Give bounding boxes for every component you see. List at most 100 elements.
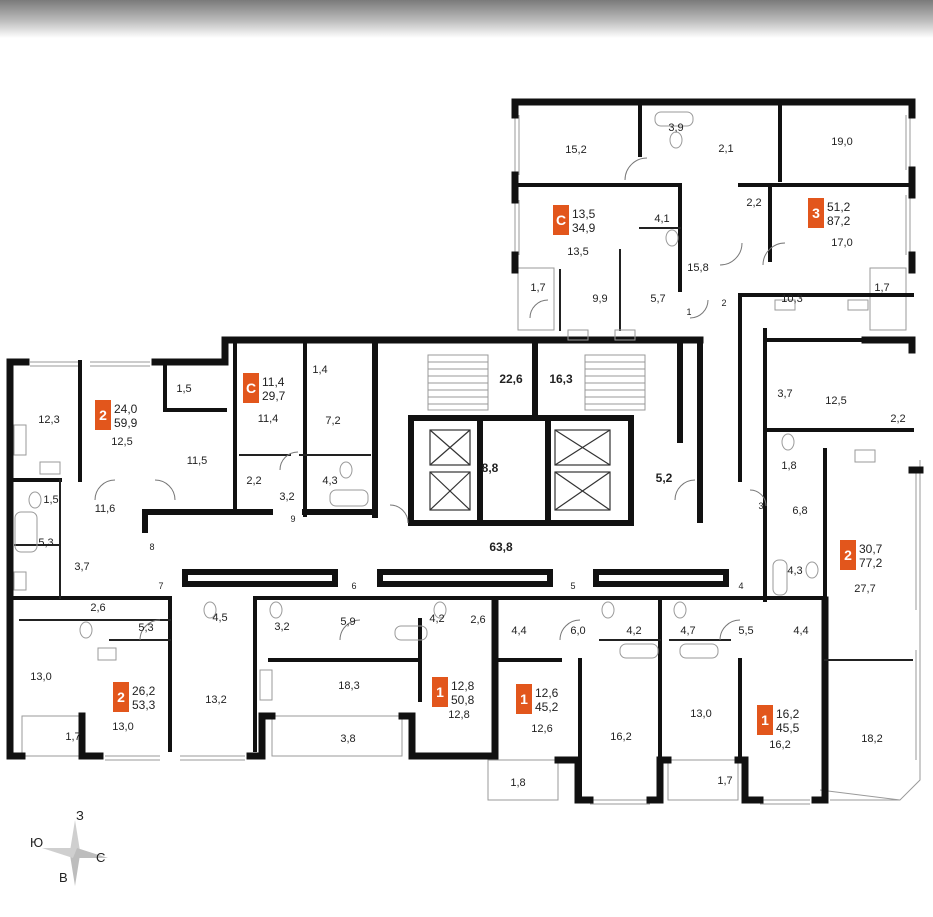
apartment-badge-apt-2-bottom-left: 2 26,253,3 (113, 682, 156, 712)
room-area: 16,3 (549, 372, 573, 386)
room-area: 11,4 (258, 413, 279, 425)
room-area: 1,4 (312, 364, 327, 376)
room-area: 17,0 (831, 237, 852, 249)
total-area: 53,3 (132, 698, 156, 712)
room-area: 1,7 (874, 282, 889, 294)
door-swings (94, 157, 786, 641)
door-number: 1 (686, 307, 691, 317)
room-area: 9,9 (592, 293, 607, 305)
door-number: 6 (351, 581, 356, 591)
room-area: 5,5 (738, 625, 753, 637)
room-area: 19,0 (831, 136, 852, 148)
total-area: 87,2 (827, 214, 851, 228)
room-area: 6,8 (792, 505, 807, 517)
room-area: 7,2 (325, 415, 340, 427)
door-number: 4 (738, 581, 743, 591)
apartment-type: 2 (844, 547, 852, 563)
room-area: 2,2 (746, 197, 761, 209)
bathroom-fixtures (13, 111, 876, 701)
room-area: 2,6 (90, 602, 105, 614)
door-number: 8 (149, 542, 154, 552)
compass-west: Ю (30, 835, 44, 850)
walls (6, 98, 924, 804)
elevator-shafts (429, 429, 611, 511)
room-area: 3,7 (777, 388, 792, 400)
room-area: 12,3 (38, 414, 59, 426)
total-area: 45,5 (776, 721, 800, 735)
room-area: 4,4 (511, 625, 526, 637)
badge-box (95, 400, 111, 430)
room-area: 2,6 (470, 614, 485, 626)
room-area: 5,9 (340, 616, 355, 628)
badge-box (840, 540, 856, 570)
room-area: 27,7 (854, 583, 875, 595)
room-area: 4,2 (429, 613, 444, 625)
room-area: 1,7 (65, 731, 80, 743)
room-area: 2,1 (718, 143, 733, 155)
door-number: 7 (158, 581, 163, 591)
living-area: 11,4 (262, 375, 285, 389)
room-area: 6,0 (570, 625, 585, 637)
badge-box (553, 205, 569, 235)
room-area: 5,7 (650, 293, 665, 305)
apartment-type: 2 (117, 689, 125, 705)
room-area: 12,5 (825, 395, 846, 407)
room-area: 1,7 (530, 282, 545, 294)
room-area: 4,3 (787, 565, 802, 577)
room-area: 11,5 (187, 455, 208, 467)
windows (30, 115, 921, 805)
apartment-type: 1 (436, 684, 444, 700)
living-area: 30,7 (859, 542, 883, 556)
total-area: 29,7 (262, 389, 286, 403)
apartment-badge-apt-2-right: 2 30,777,2 (840, 540, 883, 570)
room-area: 11,6 (95, 503, 116, 515)
total-area: 34,9 (572, 221, 596, 235)
compass-rose-icon (42, 820, 108, 886)
apartment-type: 3 (812, 205, 820, 221)
badge-box (808, 198, 824, 228)
room-area: 13,5 (567, 246, 588, 258)
badge-box (757, 705, 773, 735)
room-area: 18,2 (861, 733, 882, 745)
room-area: 5,3 (38, 537, 53, 549)
door-number: 2 (721, 298, 726, 308)
room-area: 12,5 (111, 436, 132, 448)
room-area: 2,2 (246, 475, 261, 487)
room-area: 4,7 (680, 625, 695, 637)
apartment-badge-apt-3-top-right: 3 51,287,2 (808, 198, 851, 228)
badge-box (113, 682, 129, 712)
badge-box (516, 684, 532, 714)
room-area: 18,3 (338, 680, 359, 692)
total-area: 59,9 (114, 416, 138, 430)
room-area: 4,5 (212, 612, 227, 624)
living-area: 26,2 (132, 684, 156, 698)
apartment-badge-apt-1-bottom-b: 1 12,645,2 (516, 684, 559, 714)
room-area: 3,7 (74, 561, 89, 573)
room-area: 3,2 (279, 491, 294, 503)
living-area: 51,2 (827, 200, 851, 214)
room-area: 22,6 (499, 372, 523, 386)
balconies (21, 267, 921, 801)
living-area: 12,8 (451, 679, 475, 693)
room-area: 2,2 (890, 413, 905, 425)
compass-north: З (76, 808, 84, 823)
apartment-type: С (246, 380, 256, 396)
room-area: 13,2 (205, 694, 226, 706)
room-area: 5,2 (656, 471, 673, 485)
door-number: 3 (758, 501, 763, 511)
apartment-type: 1 (520, 691, 528, 707)
apartment-type: 1 (761, 712, 769, 728)
living-area: 12,6 (535, 686, 559, 700)
room-area: 3,2 (274, 621, 289, 633)
total-area: 77,2 (859, 556, 883, 570)
room-area: 15,2 (565, 144, 586, 156)
room-area: 1,5 (176, 383, 191, 395)
room-area: 63,8 (489, 540, 513, 554)
total-area: 45,2 (535, 700, 559, 714)
room-area: 16,2 (769, 739, 790, 751)
